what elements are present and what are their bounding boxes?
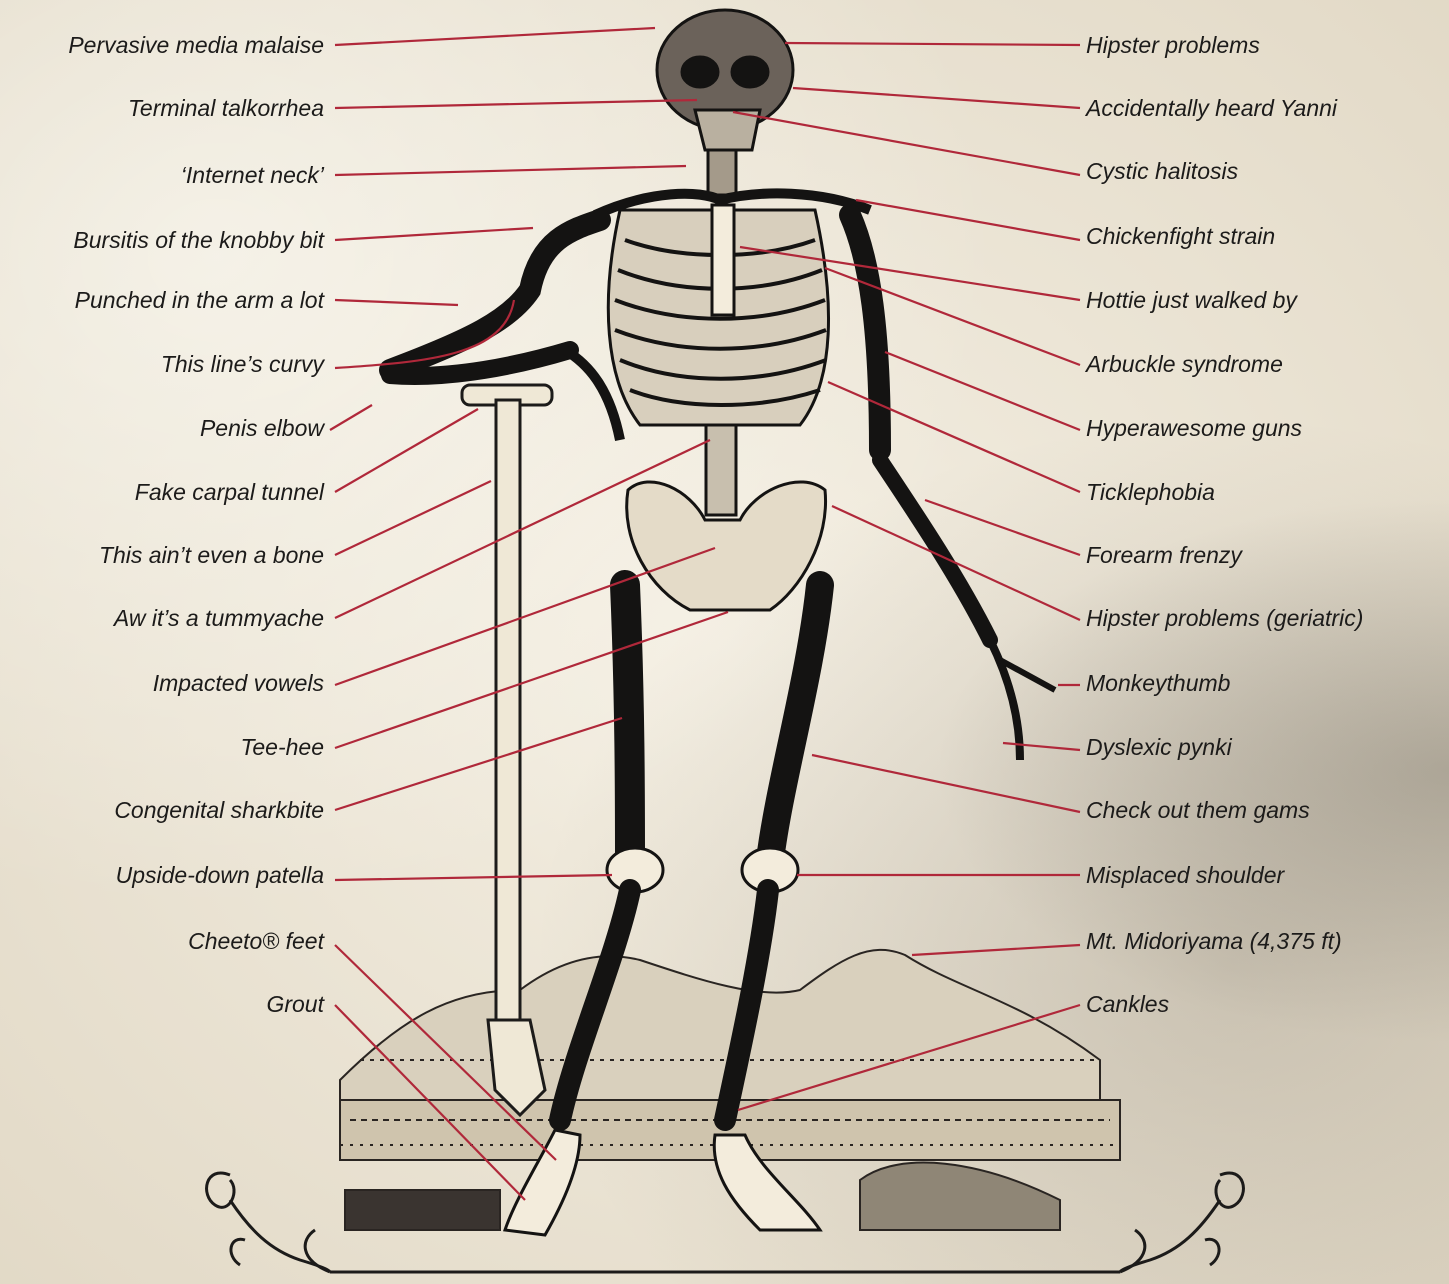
label-right-10: Hipster problems (geriatric)	[1086, 604, 1363, 632]
label-right-15: Mt. Midoriyama (4,375 ft)	[1086, 927, 1342, 955]
label-left-16: Grout	[266, 990, 324, 1018]
label-left-5: Punched in the arm a lot	[75, 286, 324, 314]
label-left-12: Tee-hee	[240, 733, 324, 761]
label-left-2: Terminal talkorrhea	[128, 94, 324, 122]
label-left-10: Aw it’s a tummyache	[114, 604, 324, 632]
label-right-12: Dyslexic pynki	[1086, 733, 1232, 761]
label-right-3: Cystic halitosis	[1086, 157, 1238, 185]
label-left-1: Pervasive media malaise	[68, 31, 324, 59]
label-left-6: This line’s curvy	[161, 350, 324, 378]
label-right-6: Arbuckle syndrome	[1086, 350, 1283, 378]
label-right-11: Monkeythumb	[1086, 669, 1230, 697]
label-right-4: Chickenfight strain	[1086, 222, 1275, 250]
label-right-2: Accidentally heard Yanni	[1086, 94, 1337, 122]
label-right-1: Hipster problems	[1086, 31, 1260, 59]
label-right-8: Ticklephobia	[1086, 478, 1215, 506]
label-left-9: This ain’t even a bone	[99, 541, 324, 569]
label-left-8: Fake carpal tunnel	[135, 478, 324, 506]
label-right-13: Check out them gams	[1086, 796, 1310, 824]
label-left-13: Congenital sharkbite	[114, 796, 324, 824]
label-right-5: Hottie just walked by	[1086, 286, 1297, 314]
label-left-4: Bursitis of the knobby bit	[73, 226, 324, 254]
label-right-16: Cankles	[1086, 990, 1169, 1018]
label-left-14: Upside-down patella	[116, 861, 324, 889]
label-left-7: Penis elbow	[200, 414, 324, 442]
label-right-9: Forearm frenzy	[1086, 541, 1242, 569]
label-left-3: ‘Internet neck’	[181, 161, 324, 189]
label-left-11: Impacted vowels	[153, 669, 324, 697]
label-right-7: Hyperawesome guns	[1086, 414, 1302, 442]
label-right-14: Misplaced shoulder	[1086, 861, 1284, 889]
label-left-15: Cheeto® feet	[188, 927, 324, 955]
